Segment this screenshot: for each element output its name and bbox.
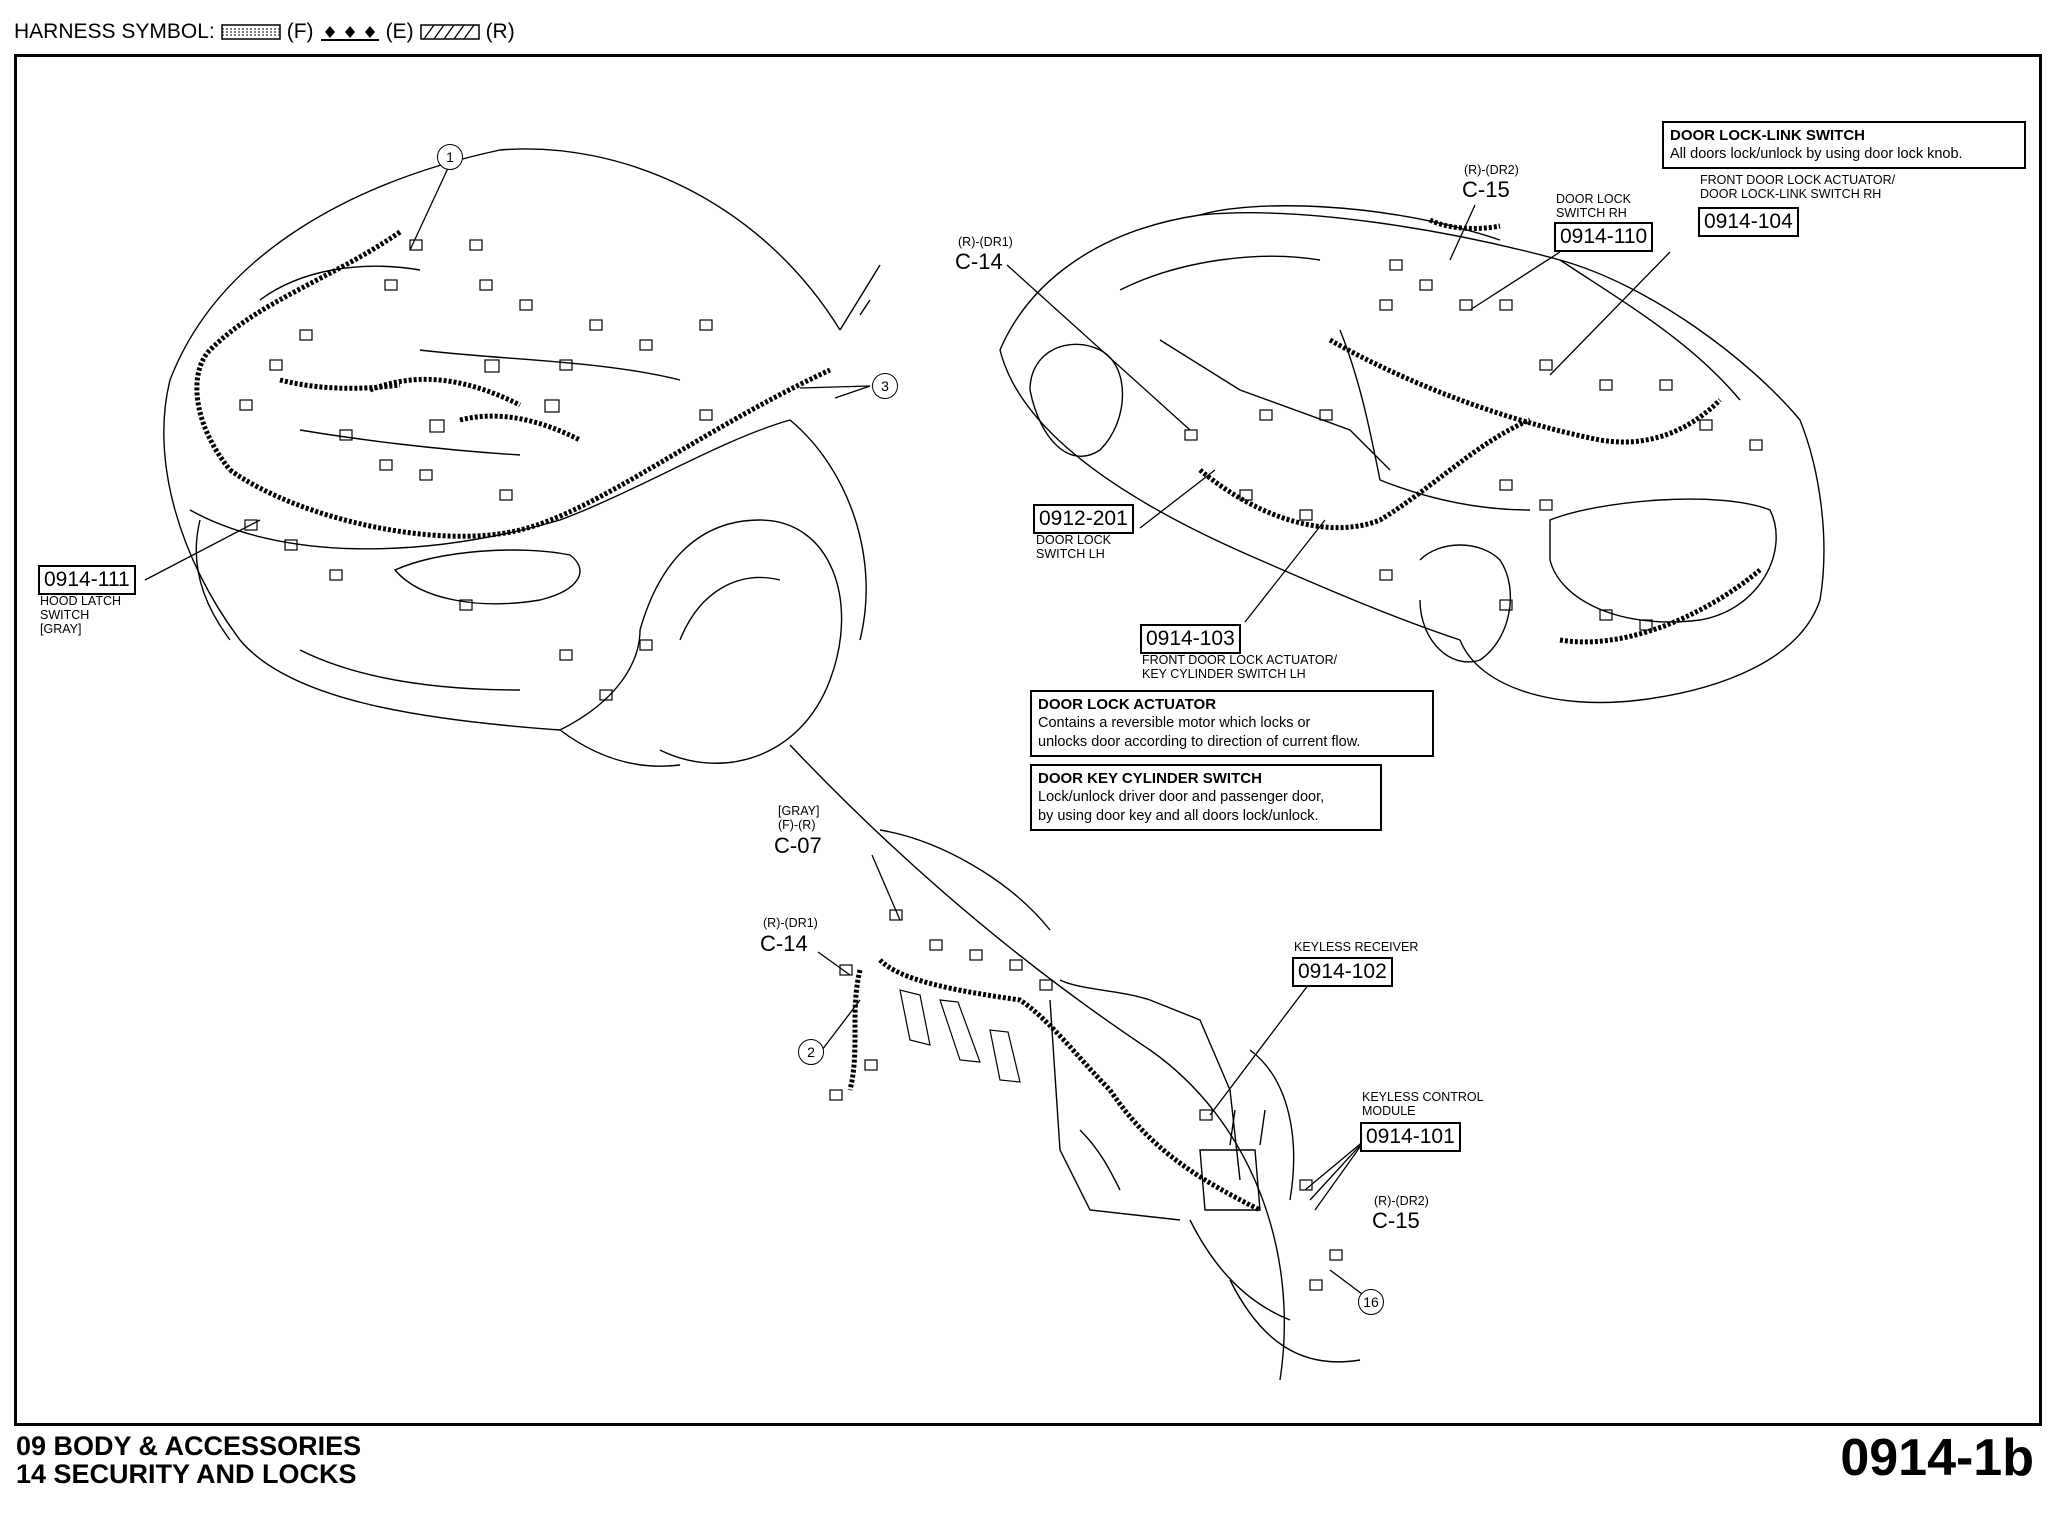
note-door-key-cylinder-switch: DOOR KEY CYLINDER SWITCH Lock/unlock dri… — [1030, 764, 1382, 831]
callout-1: 1 — [437, 144, 463, 170]
caption-front-lh: FRONT DOOR LOCK ACTUATOR/KEY CYLINDER SW… — [1142, 653, 1338, 681]
ref-keyless-receiver: 0914-102 — [1292, 957, 1393, 987]
page-code: 0914-1b — [1840, 1429, 2034, 1487]
rear-connectors — [1184, 259, 1763, 631]
legend-label-r: (R) — [485, 20, 515, 43]
legend-label-e: (E) — [385, 20, 414, 43]
footer-line-2: 14 SECURITY AND LOCKS — [16, 1459, 357, 1489]
connector-id-c07: C-07 — [774, 833, 822, 858]
note-door-lock-link-switch: DOOR LOCK-LINK SWITCH All doors lock/unl… — [1662, 121, 2026, 169]
connector-id-c15-bottom: C-15 — [1372, 1208, 1420, 1233]
front-harness — [194, 229, 832, 539]
dash-harness — [847, 958, 1262, 1213]
rear-car-outline — [999, 205, 1825, 704]
ref-door-lock-rh: 0914-110 — [1554, 222, 1654, 252]
connector-tag-c14-bottom: (R)-(DR1) — [763, 916, 818, 930]
rear-harness — [1198, 217, 1762, 645]
connector-tag-c15-top: (R)-(DR2) — [1464, 163, 1519, 177]
legend-swatch-r — [419, 24, 480, 40]
connector-id-c15-top: C-15 — [1462, 177, 1510, 202]
legend-label-f: (F) — [286, 20, 314, 43]
connector-tag-c14-top: (R)-(DR1) — [958, 235, 1013, 249]
harness-symbol-legend: HARNESS SYMBOL: (F) (E) (R) — [14, 20, 515, 44]
callout-2: 2 — [798, 1039, 824, 1065]
ref-front-lh: 0914-103 — [1140, 624, 1241, 654]
callout-3: 3 — [872, 373, 898, 399]
dash-connectors — [829, 909, 1343, 1291]
dash-outline — [789, 744, 1361, 1381]
caption-front-rh: FRONT DOOR LOCK ACTUATOR/DOOR LOCK-LINK … — [1700, 173, 1896, 201]
footer-section: 09 BODY & ACCESSORIES 14 SECURITY AND LO… — [16, 1432, 361, 1488]
caption-keyless-receiver: KEYLESS RECEIVER — [1294, 940, 1419, 954]
ref-front-rh: 0914-104 — [1698, 207, 1799, 237]
ref-door-lock-lh: 0912-201 — [1033, 504, 1134, 534]
front-connectors — [239, 239, 713, 701]
note-door-lock-actuator: DOOR LOCK ACTUATOR Contains a reversible… — [1030, 690, 1434, 757]
callout-16: 16 — [1358, 1289, 1384, 1315]
connector-tag-c07: [GRAY](F)-(R) — [778, 804, 820, 832]
diagram-frame — [14, 54, 2042, 1426]
ref-hood-latch: 0914-111 — [38, 565, 136, 595]
connector-id-c14-top: C-14 — [955, 249, 1003, 274]
footer-line-1: 09 BODY & ACCESSORIES — [16, 1431, 362, 1461]
legend-prefix: HARNESS SYMBOL: — [14, 20, 215, 43]
front-car-outline — [163, 148, 881, 767]
connector-tag-c15-bottom: (R)-(DR2) — [1374, 1194, 1429, 1208]
legend-swatch-e — [320, 26, 379, 41]
ref-keyless-module: 0914-101 — [1360, 1122, 1461, 1152]
legend-swatch-f — [220, 24, 281, 40]
connector-id-c14-bottom: C-14 — [760, 931, 808, 956]
